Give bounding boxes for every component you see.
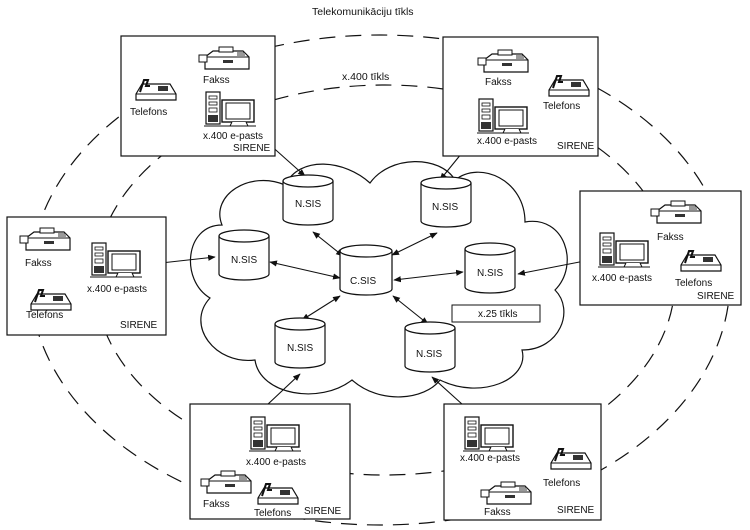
phone-label: Telefons [675,278,712,289]
nsis-label: N.SIS [416,349,442,360]
sirene-label: SIRENE [697,291,735,302]
email-label: x.400 e-pasts [246,457,306,468]
sirene-office-bottom-right: x.400 e-pasts Telefons Fakss SIRENE [443,403,602,521]
x25-label-box [451,304,541,323]
phone-label: Telefons [543,101,580,112]
nsis-node: N.SIS [420,176,472,228]
nsis-label: N.SIS [295,199,321,210]
sirene-label: SIRENE [557,505,595,516]
nsis-node: N.SIS [464,242,516,294]
sirene-office-bottom-left: x.400 e-pasts Fakss Telefons SIRENE [189,403,351,520]
fax-label: Fakss [484,507,511,518]
nsis-label: N.SIS [231,255,257,266]
sirene-office-left: Fakss Telefons x.400 e-pasts SIRENE [6,216,167,336]
sirene-office-top-left: Fakss Telefons x.400 e-pasts SIRENE [120,35,276,157]
email-label: x.400 e-pasts [87,284,147,295]
link-csis-nsis-top-left [312,231,344,257]
sirene-office-right: Fakss Telefons x.400 e-pasts SIRENE [579,190,742,306]
sirene-label: SIRENE [233,143,271,154]
link-csis-nsis-left [269,260,341,280]
fax-label: Fakss [203,499,230,510]
central-sis-label: C.SIS [350,276,376,287]
nsis-node: N.SIS [282,174,334,226]
central-sis-node: C.SIS [339,244,393,296]
sirene-label: SIRENE [120,320,158,331]
nsis-node: N.SIS [404,321,456,373]
x400-network-label: x.400 tīkls [342,71,389,83]
link-csis-nsis-bottom-left [301,295,341,321]
phone-label: Telefons [130,107,167,118]
nsis-label: N.SIS [432,202,458,213]
fax-label: Fakss [657,232,684,243]
phone-label: Telefons [26,310,63,321]
sirene-label: SIRENE [304,506,342,517]
telecom-network-label: Telekomunikāciju tīkls [312,6,414,18]
link-csis-nsis-bottom-right [392,295,429,325]
fax-label: Fakss [485,77,512,88]
fax-label: Fakss [203,75,230,86]
nsis-node: N.SIS [218,229,270,281]
phone-label: Telefons [543,478,580,489]
x25-network-label: x.25 tīkls [478,309,517,320]
link-csis-nsis-top-right [391,232,438,256]
sirene-label: SIRENE [557,141,595,152]
nsis-node: N.SIS [274,317,326,369]
nsis-label: N.SIS [477,268,503,279]
phone-label: Telefons [254,508,291,519]
email-label: x.400 e-pasts [477,136,537,147]
email-label: x.400 e-pasts [592,273,652,284]
email-label: x.400 e-pasts [203,131,263,142]
fax-label: Fakss [25,258,52,269]
link-csis-nsis-right [393,269,464,283]
csis-nsis-links [269,231,464,325]
nsis-label: N.SIS [287,343,313,354]
sirene-office-top-right: Fakss Telefons x.400 e-pasts SIRENE [442,36,599,157]
email-label: x.400 e-pasts [460,453,520,464]
